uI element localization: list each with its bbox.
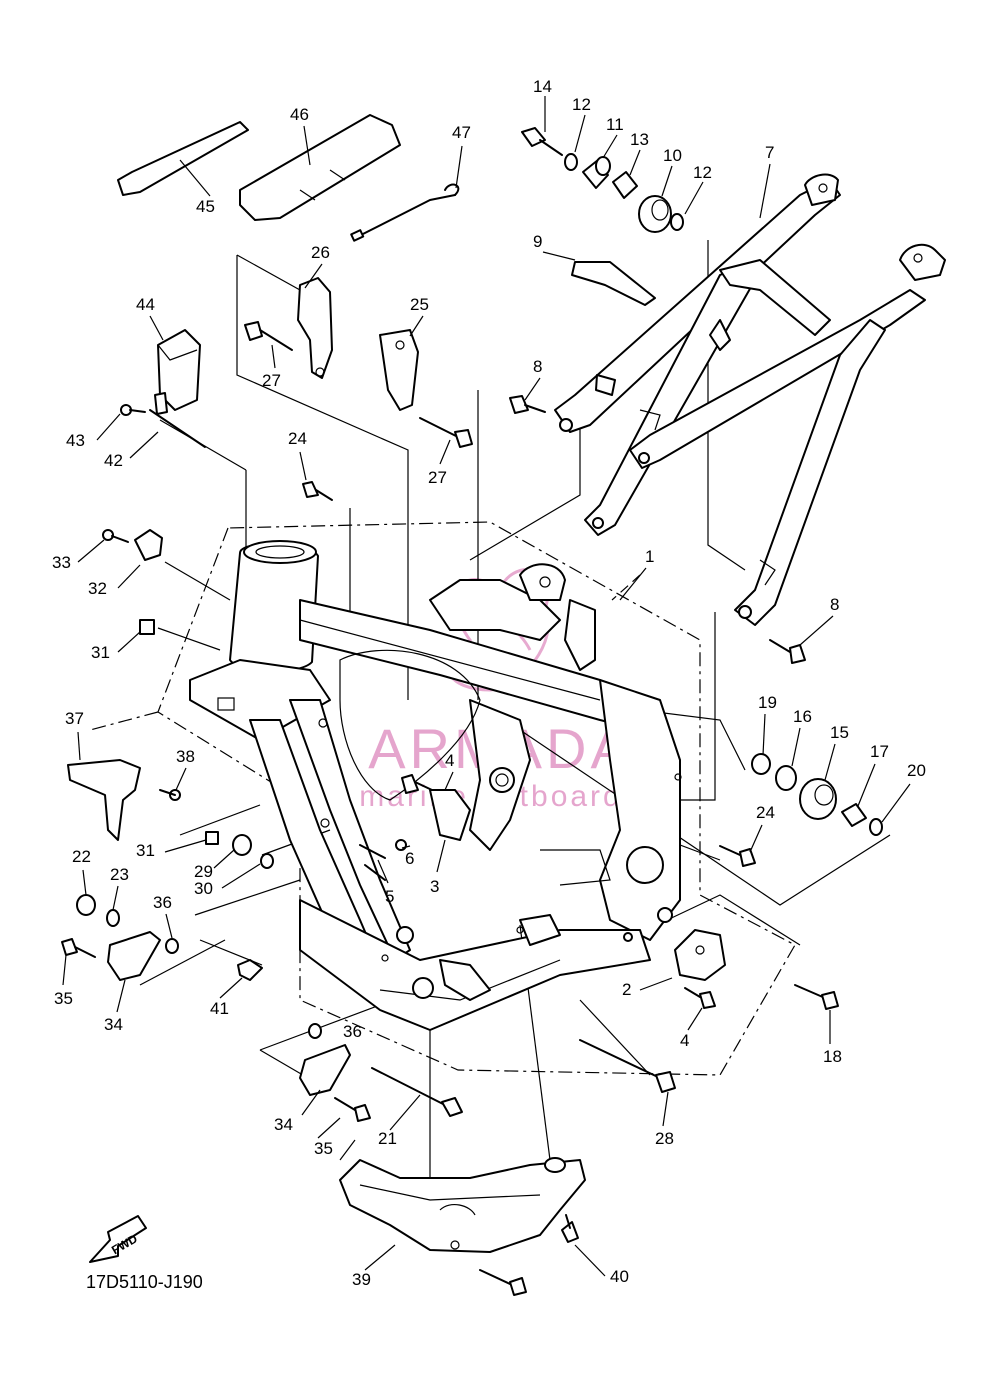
callout-20: 20: [907, 761, 926, 780]
callout-32: 32: [88, 579, 107, 598]
callout-26: 26: [311, 243, 330, 262]
callout-22: 22: [72, 847, 91, 866]
callout-47: 47: [452, 123, 471, 142]
hardware-parts: [61, 114, 883, 1122]
callout-8a: 8: [533, 357, 542, 376]
callout-13: 13: [630, 130, 649, 149]
callout-33: 33: [52, 553, 71, 572]
skid-plate: [339, 1157, 586, 1253]
callout-41: 41: [210, 999, 229, 1018]
callout-23: 23: [110, 865, 129, 884]
callout-43: 43: [66, 431, 85, 450]
assembly-boundary: [89, 521, 796, 1076]
callout-24b: 24: [756, 803, 775, 822]
callout-1: 1: [645, 547, 654, 566]
callout-36b: 36: [343, 1022, 362, 1041]
callout-6: 6: [405, 849, 414, 868]
callout-16: 16: [793, 707, 812, 726]
callout-12a: 12: [572, 95, 591, 114]
main-frame: [189, 540, 682, 1031]
callout-17: 17: [870, 742, 889, 761]
callout-leaders: [62, 96, 911, 1277]
callout-3: 3: [430, 877, 439, 896]
callout-14: 14: [533, 77, 552, 96]
diagram-code: 17D5110-J190: [86, 1272, 203, 1292]
callout-42: 42: [104, 451, 123, 470]
callout-31b: 31: [136, 841, 155, 860]
callout-7: 7: [765, 143, 774, 162]
callout-19: 19: [758, 693, 777, 712]
callout-15: 15: [830, 723, 849, 742]
callout-25: 25: [410, 295, 429, 314]
callout-39: 39: [352, 1270, 371, 1289]
callout-21: 21: [378, 1129, 397, 1148]
callout-37: 37: [65, 709, 84, 728]
callout-40: 40: [610, 1267, 629, 1286]
skid-plate-bolts: [479, 1214, 579, 1296]
callout-24a: 24: [288, 429, 307, 448]
callout-18: 18: [823, 1047, 842, 1066]
callout-8b: 8: [830, 595, 839, 614]
callout-28: 28: [655, 1129, 674, 1148]
callout-46: 46: [290, 105, 309, 124]
callout-4a: 4: [445, 751, 454, 770]
callout-labels: 1 2 3 4 4 5 6 7 8 8 9 10 11 12 12 13 14 …: [52, 77, 926, 1289]
callout-35a: 35: [54, 989, 73, 1008]
fwd-arrow-icon: FWD: [89, 1215, 147, 1263]
callout-27a: 27: [262, 371, 281, 390]
callout-4b: 4: [680, 1031, 689, 1050]
callout-12b: 12: [693, 163, 712, 182]
callout-27b: 27: [428, 468, 447, 487]
callout-34a: 34: [104, 1015, 123, 1034]
callout-29: 29: [194, 862, 213, 881]
callout-38: 38: [176, 747, 195, 766]
callout-34b: 34: [274, 1115, 293, 1134]
callout-5: 5: [385, 887, 394, 906]
callout-31a: 31: [91, 643, 110, 662]
callout-30: 30: [194, 879, 213, 898]
rear-subframe: [554, 173, 946, 626]
callout-45: 45: [196, 197, 215, 216]
callout-2: 2: [622, 980, 631, 999]
callout-35b: 35: [314, 1139, 333, 1158]
callout-36a: 36: [153, 893, 172, 912]
callout-44: 44: [136, 295, 155, 314]
callout-10: 10: [663, 146, 682, 165]
callout-9: 9: [533, 232, 542, 251]
callout-11: 11: [606, 115, 624, 134]
